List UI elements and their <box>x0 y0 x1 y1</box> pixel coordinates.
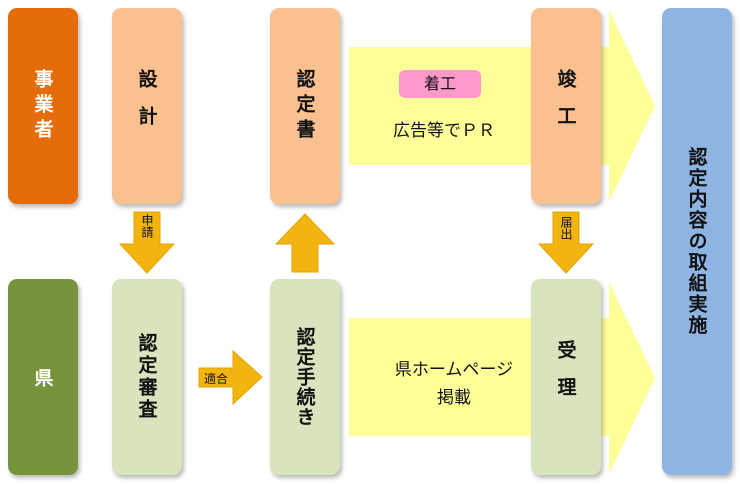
arrow-todokede-label: 届出 <box>559 216 573 240</box>
start-badge: 着工 <box>399 70 481 98</box>
box-juri: 受理 <box>531 279 601 475</box>
box-juri-label: 受理 <box>554 340 577 414</box>
box-sekkei-label: 設計 <box>135 69 158 143</box>
box-nintei-shinsa-label: 認定審査 <box>135 333 158 421</box>
arrow-tekigo-label: 適合 <box>204 372 229 386</box>
box-shunko: 竣工 <box>531 8 601 204</box>
box-nintei-shinsa: 認定審査 <box>112 279 182 475</box>
top-band-text: 広告等でＰＲ <box>393 121 495 141</box>
box-nintei-tetsuzuki-label: 認定手続き <box>293 327 316 427</box>
box-jigyosha: 事業者 <box>8 8 78 204</box>
bottom-band-text-line1: 県ホームページ <box>394 360 514 380</box>
box-implementation-label: 認定内容の取組実施 <box>685 147 708 336</box>
box-implementation: 認定内容の取組実施 <box>662 8 732 475</box>
bottom-band-text-line2: 掲載 <box>437 388 471 408</box>
box-sekkei: 設計 <box>112 8 182 204</box>
box-nintei-tetsuzuki: 認定手続き <box>270 279 340 475</box>
box-ninteisho-label: 認定書 <box>293 68 316 144</box>
arrow-shinsei-label: 申請 <box>140 214 154 238</box>
box-ken: 県 <box>8 279 78 475</box>
box-ninteisho: 認定書 <box>270 8 340 204</box>
box-ken-label: 県 <box>31 367 54 387</box>
box-shunko-label: 竣工 <box>554 69 577 143</box>
box-jigyosha-label: 事業者 <box>31 68 54 144</box>
